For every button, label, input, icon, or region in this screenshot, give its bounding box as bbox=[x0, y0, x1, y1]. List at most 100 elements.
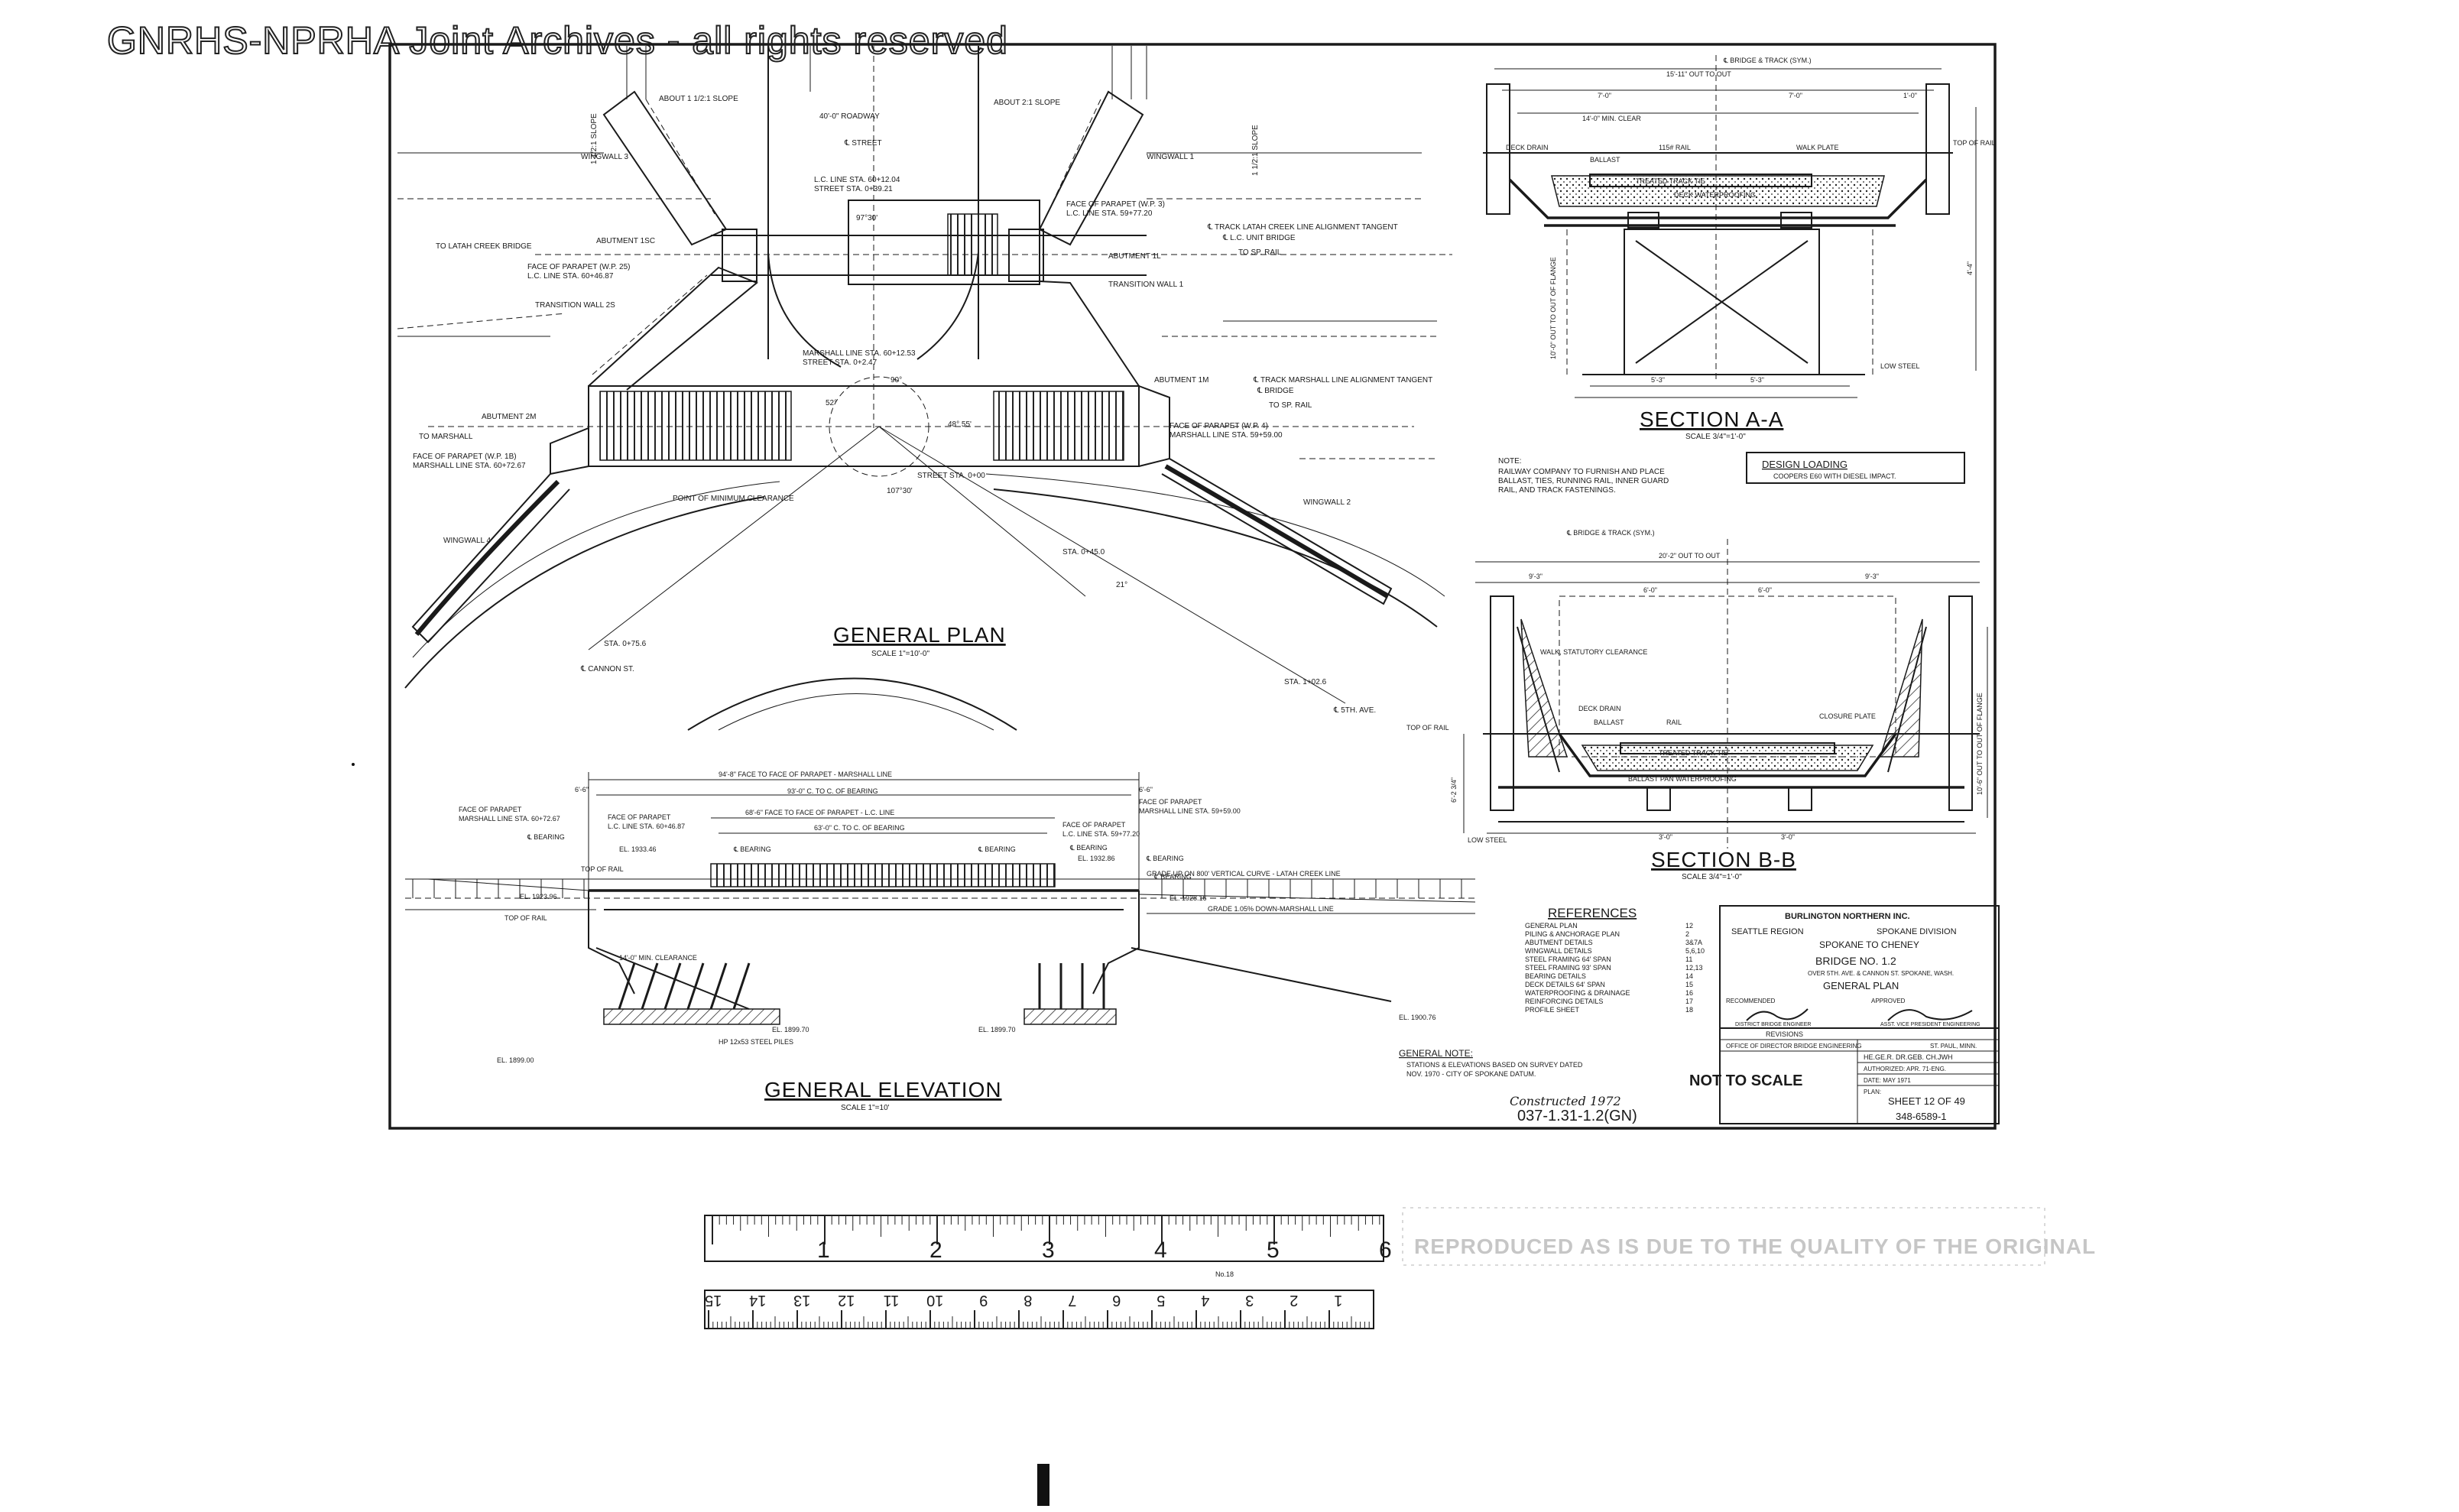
aa-min-clear: 14'-0" MIN. CLEAR bbox=[1582, 115, 1641, 122]
aa-side-right: 4'-4" bbox=[1966, 261, 1974, 275]
reference-name: PILING & ANCHORAGE PLAN bbox=[1525, 930, 1620, 938]
inch-label: 5 bbox=[1267, 1238, 1280, 1263]
general-elevation-title: GENERAL ELEVATION bbox=[764, 1078, 1002, 1102]
elev-clearance: 14'-0" MIN. CLEARANCE bbox=[619, 954, 697, 962]
street-sta: STREET STA. 0+39.21 bbox=[814, 185, 893, 193]
scan-dot bbox=[352, 763, 355, 766]
tb-recommended: RECOMMENDED bbox=[1726, 998, 1776, 1004]
stamp-text: REPRODUCED AS IS DUE TO THE QUALITY OF T… bbox=[1414, 1235, 2096, 1258]
reference-sheet: 12 bbox=[1685, 922, 1693, 930]
elev-face-parapet-lc-left: FACE OF PARAPET bbox=[608, 813, 671, 821]
elev-top-of-rail-1: TOP OF RAIL bbox=[581, 865, 624, 873]
note-heading: NOTE: bbox=[1498, 457, 1522, 466]
cm-label: 1 bbox=[1334, 1292, 1342, 1309]
aa-waterproofing: DECK WATERPROOFING bbox=[1674, 191, 1756, 199]
general-note-line-2: NOV. 1970 - CITY OF SPOKANE DATUM. bbox=[1406, 1070, 1536, 1078]
design-loading-text: COOPERS E60 WITH DIESEL IMPACT. bbox=[1773, 472, 1896, 480]
cm-label: 8 bbox=[1024, 1292, 1032, 1309]
street-sta-2: STREET STA. 0+2.47 bbox=[803, 359, 878, 367]
roadway-label: 40'-0" ROADWAY bbox=[819, 112, 880, 121]
elev-face-to-face-lc: 68'-6" FACE TO FACE OF PARAPET - L.C. LI… bbox=[745, 809, 894, 816]
to-marshall-label: TO MARSHALL bbox=[419, 433, 473, 441]
cm-label: 14 bbox=[749, 1292, 766, 1309]
wingwall-4-label: WINGWALL 4 bbox=[443, 537, 491, 545]
angle-107-30: 107°30' bbox=[887, 487, 913, 495]
elev-c-to-c: 93'-0" C. TO C. OF BEARING bbox=[787, 787, 878, 795]
cm-label: 4 bbox=[1201, 1292, 1209, 1309]
tb-route: SPOKANE TO CHENEY bbox=[1819, 939, 1919, 950]
transition-wall-2s: TRANSITION WALL 2S bbox=[535, 301, 615, 310]
elev-el-1923: EL. 1923.96 bbox=[520, 893, 557, 900]
angle-52: 52° bbox=[826, 399, 837, 407]
references-heading: REFERENCES bbox=[1548, 906, 1637, 920]
aa-dim-bot-b: 5'-3" bbox=[1750, 376, 1764, 384]
elev-el-1900: EL. 1900.76 bbox=[1399, 1014, 1436, 1021]
reference-name: GENERAL PLAN bbox=[1525, 922, 1578, 930]
elev-dim-right: 6'-6" bbox=[1139, 786, 1153, 793]
to-spokane-1: TO SP. RAIL bbox=[1238, 248, 1282, 257]
reference-sheet: 14 bbox=[1685, 972, 1693, 980]
cm-label: 2 bbox=[1290, 1292, 1298, 1309]
to-latah-label: TO LATAH CREEK BRIDGE bbox=[436, 242, 532, 251]
bb-dim-b: 9'-3" bbox=[1865, 573, 1879, 580]
tb-office: OFFICE OF DIRECTOR BRIDGE ENGINEERING bbox=[1726, 1043, 1862, 1050]
inch-label: 1 bbox=[817, 1238, 830, 1263]
elev-el-1899-70: EL. 1899.70 bbox=[772, 1026, 809, 1033]
constructed-note: Constructed 1972 bbox=[1510, 1094, 1621, 1108]
bb-closure-plate: CLOSURE PLATE bbox=[1819, 712, 1876, 720]
design-loading-box bbox=[1746, 452, 1965, 484]
aa-deck-drain: DECK DRAIN bbox=[1506, 144, 1549, 151]
elev-grade-up: GRADE UP ON 800' VERTICAL CURVE - LATAH … bbox=[1147, 870, 1341, 878]
aa-side-left: 10'-0" OUT TO OUT OF FLANGE bbox=[1549, 257, 1557, 359]
tb-sheet-title: GENERAL PLAN bbox=[1823, 980, 1899, 991]
reference-name: WINGWALL DETAILS bbox=[1525, 947, 1592, 955]
aa-bridge-track: ℄ BRIDGE & TRACK (SYM.) bbox=[1723, 57, 1812, 64]
reference-sheet: 2 bbox=[1685, 930, 1689, 938]
bb-dim-bot-a: 3'-0" bbox=[1659, 833, 1672, 841]
aa-rail: 115# RAIL bbox=[1659, 144, 1691, 151]
aa-dim-7a: 7'-0" bbox=[1598, 92, 1611, 99]
bb-bridge-track: ℄ BRIDGE & TRACK (SYM.) bbox=[1566, 529, 1655, 537]
elev-el-1932: EL. 1932.86 bbox=[1078, 855, 1115, 862]
reference-name: DECK DETAILS 64' SPAN bbox=[1525, 981, 1605, 988]
general-elevation bbox=[405, 772, 1476, 1025]
elev-marshall-left: MARSHALL LINE STA. 60+72.67 bbox=[459, 815, 560, 823]
tb-drawing-no: 348-6589-1 bbox=[1896, 1111, 1947, 1122]
sheet-border bbox=[388, 43, 1997, 1130]
abutment-1l-label: ABUTMENT 1L bbox=[1108, 252, 1161, 261]
cm-label: 12 bbox=[838, 1292, 855, 1309]
aa-treated-ties: TREATED TRACK TIE bbox=[1636, 177, 1705, 185]
wingwall-3-label: WINGWALL 3 bbox=[581, 153, 628, 161]
elev-dim-left: 6'-6" bbox=[575, 786, 589, 793]
section-bb-labels: ℄ BRIDGE & TRACK (SYM.) 20'-2" OUT TO OU… bbox=[1406, 529, 1984, 844]
aa-ballast: BALLAST bbox=[1590, 156, 1620, 164]
reference-name: PROFILE SHEET bbox=[1525, 1006, 1580, 1014]
tb-role-left: DISTRICT BRIDGE ENGINEER bbox=[1735, 1022, 1811, 1027]
lc-line-sta-w3: L.C. LINE STA. 59+77.20 bbox=[1066, 209, 1153, 218]
tb-region-right: SPOKANE DIVISION bbox=[1877, 927, 1957, 936]
elev-bearing-5: ℄ BEARING bbox=[1069, 844, 1108, 852]
reference-name: BEARING DETAILS bbox=[1525, 972, 1586, 980]
general-note-heading: GENERAL NOTE: bbox=[1399, 1048, 1473, 1059]
note-line-3: RAIL, AND TRACK FASTENINGS. bbox=[1498, 486, 1616, 495]
elev-el-1899-70b: EL. 1899.70 bbox=[978, 1026, 1016, 1033]
cm-label: 11 bbox=[884, 1292, 900, 1309]
tb-bridge: BRIDGE NO. 1.2 bbox=[1815, 955, 1896, 967]
tb-revisions: REVISIONS bbox=[1766, 1030, 1803, 1038]
aa-out-to-out: 15'-11" OUT TO OUT bbox=[1666, 70, 1731, 78]
face-parapet-w3: FACE OF PARAPET (W.P. 3) bbox=[1066, 200, 1165, 209]
tb-approved: APPROVED bbox=[1871, 998, 1906, 1004]
elev-top-of-rail-2: TOP OF RAIL bbox=[504, 914, 547, 922]
elev-face-parapet-lc-right: FACE OF PARAPET bbox=[1062, 821, 1126, 829]
steel-pile bbox=[686, 962, 705, 1010]
general-note: GENERAL NOTE: STATIONS & ELEVATIONS BASE… bbox=[1399, 1048, 1583, 1078]
cm-label: 9 bbox=[979, 1292, 988, 1309]
track-marshall-tangent: ℄ TRACK MARSHALL LINE ALIGNMENT TANGENT bbox=[1253, 376, 1432, 384]
lc-line-sta-w25: L.C. LINE STA. 60+46.87 bbox=[527, 272, 614, 281]
steel-pile bbox=[641, 962, 659, 1010]
aa-dim-7b: 7'-0" bbox=[1789, 92, 1802, 99]
bb-low-steel: LOW STEEL bbox=[1468, 836, 1507, 844]
slope-label-left: 1 1/2:1 SLOPE bbox=[590, 113, 599, 164]
inch-label: 2 bbox=[929, 1238, 942, 1263]
